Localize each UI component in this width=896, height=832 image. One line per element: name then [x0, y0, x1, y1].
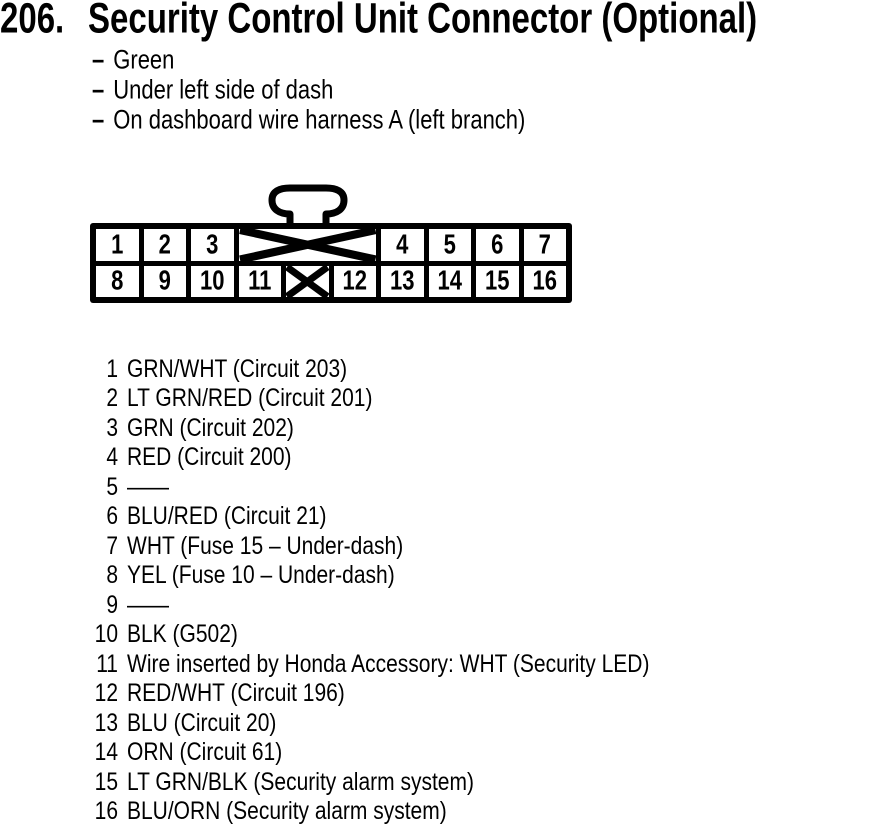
cavity-pin-2: 2: [143, 229, 186, 261]
dash-bullet: –: [92, 104, 105, 135]
pin-number: 14: [94, 738, 118, 767]
cavity-pin-8: 8: [96, 265, 139, 297]
pin-description: LT GRN/BLK (Security alarm system): [127, 768, 474, 796]
pin-row-13: 13 BLU (Circuit 20): [80, 709, 649, 740]
pin-row-15: 15 LT GRN/BLK (Security alarm system): [80, 768, 649, 799]
section-number: 206.: [0, 0, 65, 42]
pin-description: ORN (Circuit 61): [127, 738, 283, 767]
pin-description-list: 1 GRN/WHT (Circuit 203) 2 LT GRN/RED (Circ…: [80, 355, 650, 829]
cavity-pin-5: 5: [428, 229, 471, 261]
pin-number: 9: [106, 591, 118, 619]
x-cross-icon: [286, 265, 329, 297]
pin-row-6: 6 BLU/RED (Circuit 21): [80, 502, 649, 534]
pin-description: ——: [127, 591, 169, 619]
pin-number: 12: [94, 679, 118, 708]
pin-description: GRN/WHT (Circuit 203): [127, 355, 348, 383]
pin-row-11: 11 Wire inserted by Honda Accessory: WHT …: [80, 650, 650, 681]
pin-row-9: 9 ——: [80, 591, 649, 622]
cavity-pin-4: 4: [381, 229, 424, 261]
cavity-pin-1: 1: [96, 229, 139, 261]
pin-number: 11: [96, 650, 118, 678]
pin-description: WHT (Fuse 15 – Under-dash): [127, 532, 404, 560]
pin-description: BLU/RED (Circuit 21): [127, 502, 327, 531]
dash-bullet: –: [92, 74, 105, 105]
pin-description: YEL (Fuse 10 – Under-dash): [127, 561, 395, 590]
cavity-pin-9: 9: [143, 265, 186, 297]
cavity-pin-6: 6: [476, 229, 519, 261]
pin-description: Wire inserted by Honda Accessory: WHT (S…: [127, 650, 650, 678]
note-line-harness: – On dashboard wire harness A (left bran…: [92, 104, 526, 136]
note-line-color: – Green: [92, 44, 525, 76]
pin-row-3: 3 GRN (Circuit 202): [80, 414, 649, 445]
pin-description: GRN (Circuit 202): [127, 414, 294, 442]
cavity-pin-15: 15: [476, 265, 519, 297]
pin-number: 15: [94, 768, 118, 796]
pin-row-12: 12 RED/WHT (Circuit 196): [80, 679, 649, 711]
pin-number: 6: [106, 502, 118, 531]
pin-number: 2: [106, 384, 118, 413]
pin-row-2: 2 LT GRN/RED (Circuit 201): [80, 384, 649, 416]
pin-number: 7: [106, 532, 118, 560]
pin-number: 8: [106, 561, 118, 590]
pin-row-4: 4 RED (Circuit 200): [80, 443, 649, 475]
dash-bullet: –: [92, 44, 105, 75]
note-text: Under left side of dash: [113, 74, 334, 105]
pin-number: 3: [106, 414, 118, 442]
pin-number: 1: [106, 355, 118, 383]
pin-description: BLK (G502): [127, 620, 238, 649]
pin-description: BLU/ORN (Security alarm system): [127, 797, 447, 826]
pin-row-5: 5 ——: [80, 473, 649, 504]
pin-number: 16: [94, 797, 118, 826]
page-title: Security Control Unit Connector (Optiona…: [88, 0, 758, 42]
pin-row-7: 7 WHT (Fuse 15 – Under-dash): [80, 532, 649, 563]
pin-row-10: 10 BLK (G502): [80, 620, 649, 652]
pin-number: 13: [94, 709, 118, 737]
pin-description: ——: [127, 473, 169, 501]
pin-row-1: 1 GRN/WHT (Circuit 203): [80, 355, 649, 386]
note-text: Green: [113, 44, 175, 75]
note-text: On dashboard wire harness A (left branch…: [113, 104, 526, 135]
pin-description: BLU (Circuit 20): [127, 709, 277, 737]
location-notes: – Green – Under left side of dash – On d…: [92, 44, 526, 136]
pin-description: RED/WHT (Circuit 196): [127, 679, 345, 708]
pin-number: 10: [94, 620, 118, 649]
cavity-pin-14: 14: [428, 265, 471, 297]
cavity-pin-7: 7: [523, 229, 566, 261]
pin-description: RED (Circuit 200): [127, 443, 292, 472]
cavity-pin-16: 16: [523, 265, 566, 297]
cavity-pin-3: 3: [191, 229, 234, 261]
blocked-cavity-wide: [238, 229, 376, 261]
pin-row-16: 16 BLU/ORN (Security alarm system): [80, 797, 649, 829]
pin-row-8: 8 YEL (Fuse 10 – Under-dash): [80, 561, 649, 593]
pin-row-14: 14 ORN (Circuit 61): [80, 738, 649, 770]
cavity-pin-12: 12: [333, 265, 376, 297]
blocked-cavity-small: [286, 265, 329, 297]
x-cross-icon: [238, 229, 376, 261]
connector-diagram: 1 2 3 4 5 6 7 8 9 10 11 12 13 14 15 16: [90, 223, 572, 303]
connector-latch-icon: [268, 184, 348, 229]
note-line-location: – Under left side of dash: [92, 74, 525, 106]
cavity-pin-13: 13: [381, 265, 424, 297]
cavity-pin-11: 11: [238, 265, 281, 297]
cavity-pin-10: 10: [191, 265, 234, 297]
pin-description: LT GRN/RED (Circuit 201): [127, 384, 373, 413]
pin-number: 5: [106, 473, 118, 501]
pin-number: 4: [106, 443, 118, 472]
